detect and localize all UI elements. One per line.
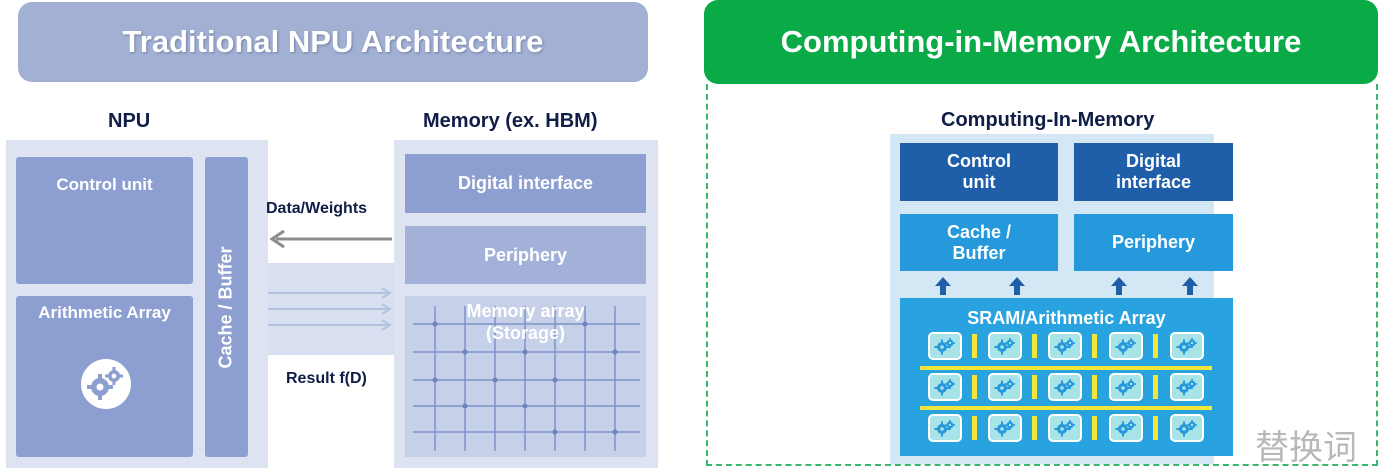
cim-header: Computing-in-Memory Architecture [704,0,1378,84]
arrow-right-icon [268,287,392,331]
sram-separator [1153,334,1158,358]
sram-separator [1092,416,1097,440]
control-unit-block: Control unit [16,157,193,284]
gears-icon [1054,338,1075,355]
memory-array-label-line2: (Storage) [485,323,565,343]
cim-cache-buffer-line2: Buffer [952,242,1006,263]
cim-control-unit-line2: unit [962,172,996,192]
cim-cache-buffer-block: Cache / Buffer [900,214,1058,271]
memory-label: Memory (ex. HBM) [423,110,598,132]
control-unit-label: Control unit [56,175,153,194]
gears-icon [994,420,1015,437]
sram-bus-bar [920,366,1212,370]
sram-separator [1032,334,1037,358]
arrow-up-icon [1009,277,1025,295]
sram-separator [972,334,977,358]
gears-icon [1176,338,1197,355]
periphery-block: Periphery [405,226,646,284]
sram-cell [928,332,962,360]
arrow-up-icon [935,277,951,295]
sram-separator [972,416,977,440]
sram-cell [928,373,962,401]
cim-control-unit-block: Control unit [900,143,1058,201]
traditional-header: Traditional NPU Architecture [18,2,648,82]
arithmetic-array-block: Arithmetic Array [16,296,193,457]
memory-grid [413,306,640,451]
sram-array-block: SRAM/Arithmetic Array [900,298,1233,456]
sram-cell [1048,332,1082,360]
digital-interface-label: Digital interface [457,173,594,193]
sram-separator [972,375,977,399]
cim-digital-interface-line2: interface [1115,172,1192,192]
sram-cell [988,332,1022,360]
cim-dashed-frame [706,84,1378,466]
gears-icon [1176,379,1197,396]
gears-icon [934,338,955,355]
arithmetic-array-label: Arithmetic Array [38,303,171,322]
sram-cell [1048,414,1082,442]
cache-buffer-label: Cache / Buffer [216,245,236,369]
periphery-label: Periphery [483,244,568,265]
data-weights-label: Data/Weights [266,200,368,217]
gears-icon [994,379,1015,396]
gears-icon [1176,420,1197,437]
result-label: Result f(D) [286,370,367,387]
gears-icon [934,379,955,396]
sram-cell [1109,373,1143,401]
gears-icon [1115,338,1136,355]
arrow-up-icon [1111,277,1127,295]
memory-array-block: Memory array (Storage) [405,296,646,457]
cim-control-unit-line1: Control [947,151,1011,171]
arrow-left-icon [269,229,392,249]
sram-separator [1032,416,1037,440]
cim-digital-interface-block: Digital interface [1074,143,1233,201]
cim-header-title: Computing-in-Memory Architecture [780,24,1302,59]
sram-separator [1153,375,1158,399]
digital-interface-block: Digital interface [405,154,646,213]
data-bus-band [268,263,395,355]
sram-bus-bar [920,406,1212,410]
sram-cell [1109,414,1143,442]
sram-array-label: SRAM/Arithmetic Array [967,308,1166,328]
cim-periphery-block: Periphery [1074,214,1233,271]
sram-separator [1153,416,1158,440]
gears-icon [994,338,1015,355]
sram-cell [1170,414,1204,442]
sram-cell [1170,373,1204,401]
cim-periphery-label: Periphery [1111,232,1196,252]
cim-digital-interface-line1: Digital [1125,151,1181,171]
cim-cache-buffer-line1: Cache / [946,221,1012,242]
sram-separator [1092,334,1097,358]
sram-cell [1109,332,1143,360]
gears-icon [1054,420,1075,437]
sram-cell [988,414,1022,442]
cache-buffer-block: Cache / Buffer [205,157,248,457]
cim-label: Computing-In-Memory [941,109,1155,131]
gears-icon [1115,420,1136,437]
npu-label: NPU [108,110,151,132]
watermark: 替换词 [1255,428,1357,468]
arrow-up-icon [1182,277,1198,295]
sram-cell [988,373,1022,401]
gears-icon [81,359,131,409]
sram-cell [928,414,962,442]
sram-separator [1032,375,1037,399]
sram-cell [1048,373,1082,401]
gears-icon [1054,379,1075,396]
traditional-header-title: Traditional NPU Architecture [122,24,544,59]
gears-icon [1115,379,1136,396]
memory-array-label-line1: Memory array [466,301,585,321]
sram-separator [1092,375,1097,399]
sram-cell [1170,332,1204,360]
gears-icon [934,420,955,437]
